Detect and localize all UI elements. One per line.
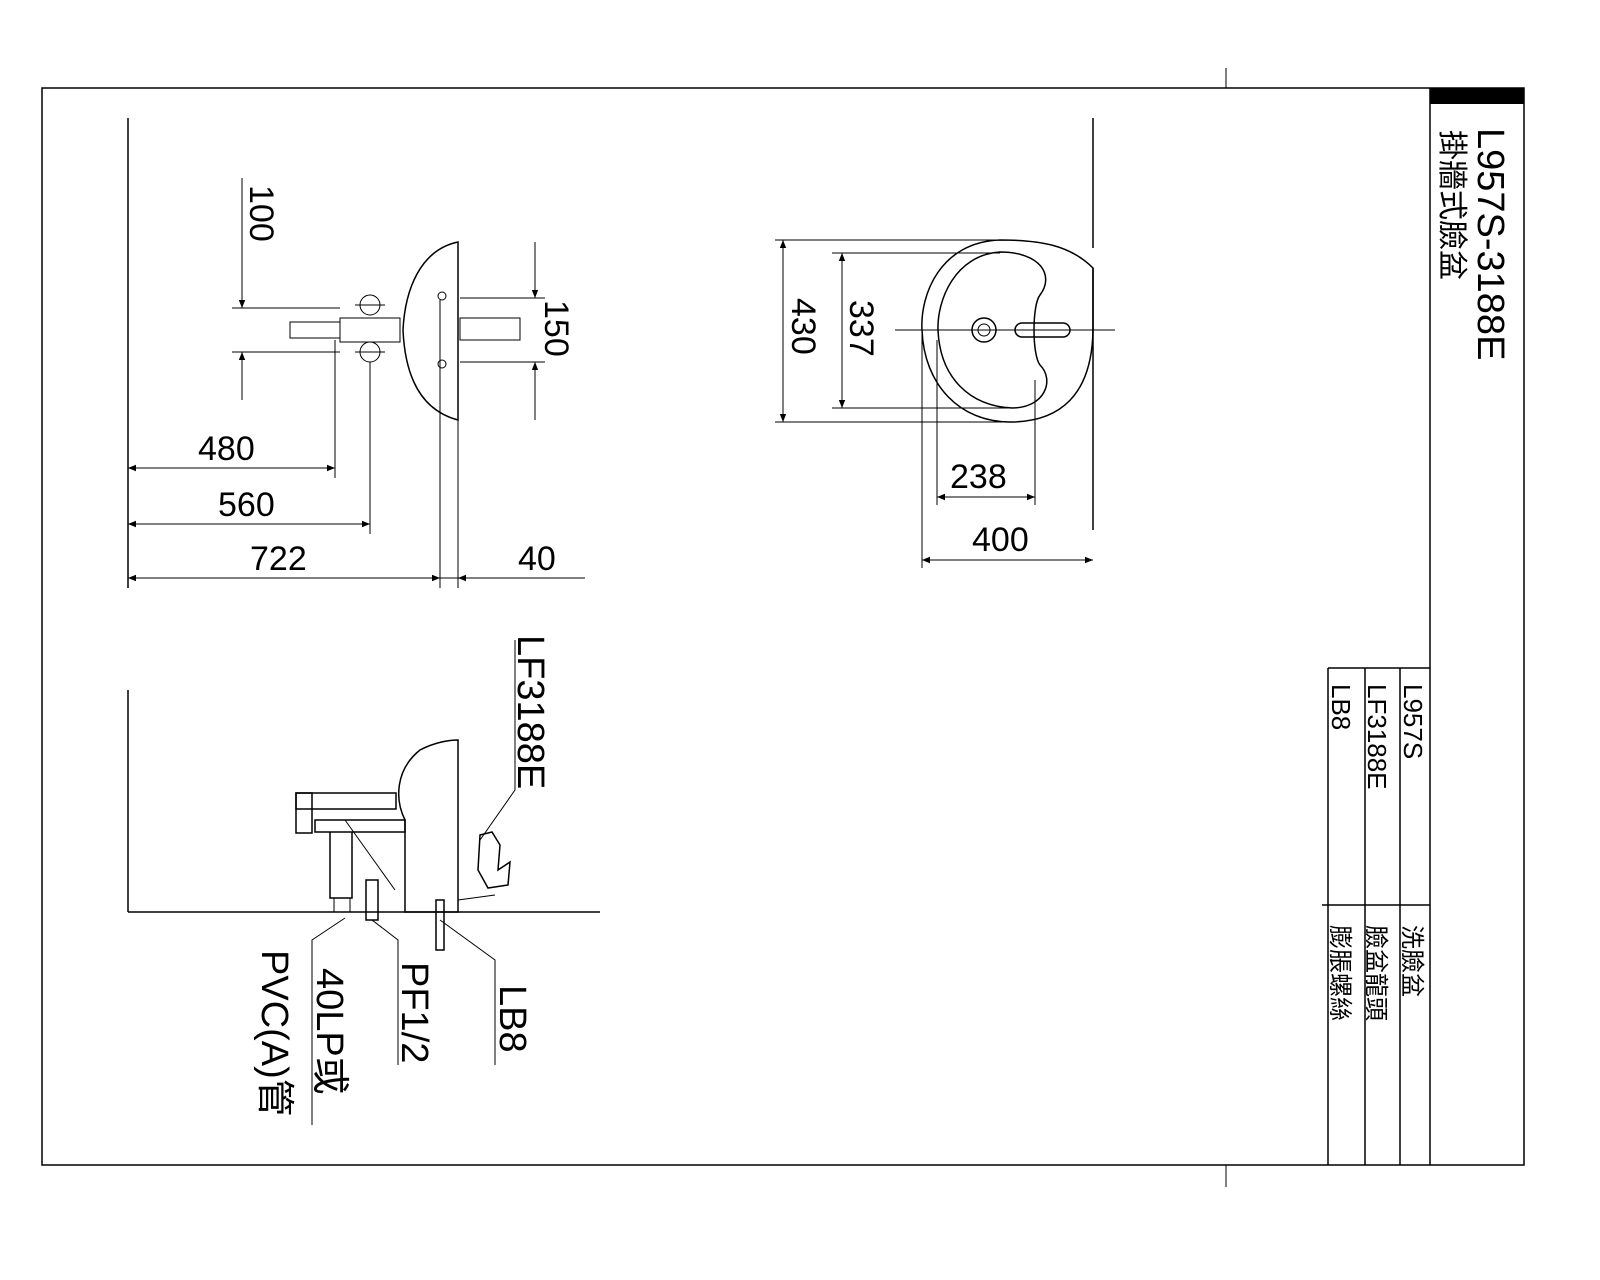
model-title: L957S-3188E — [1469, 128, 1511, 360]
dim-150: 150 — [537, 300, 575, 357]
part-name-faucet: 臉盆龍頭 — [1362, 925, 1390, 1021]
dim-337: 337 — [842, 300, 880, 357]
model-description: 掛牆式臉盆 — [1434, 130, 1469, 280]
basin-top-view: 430 337 238 400 — [775, 118, 1115, 568]
part-code-basin: L957S — [1398, 684, 1428, 759]
drawing-frame — [41, 68, 1525, 1187]
installation-elevation: LF3188E PF1/2 LB8 40LP或 PVC(A)管 — [127, 635, 600, 1125]
side-plan-view: 100 150 480 560 722 40 — [127, 118, 585, 588]
part-code-faucet: LF3188E — [1362, 684, 1392, 790]
dim-400: 400 — [972, 521, 1029, 559]
dim-238: 238 — [950, 458, 1007, 496]
parts-table: L957S 洗臉盆 LF3188E 臉盆龍頭 LB8 膨脹螺絲 — [1322, 667, 1430, 1165]
valve — [289, 321, 341, 339]
basin-side — [398, 739, 459, 913]
label-faucet-model: LF3188E — [509, 635, 551, 789]
label-supply-pf12: PF1/2 — [393, 962, 435, 1063]
part-name-bolt: 膨脹螺絲 — [1326, 925, 1354, 1021]
pipe — [295, 792, 397, 810]
basin-bowl — [937, 251, 1048, 409]
part-code-bolt: LB8 — [1326, 684, 1356, 730]
title-block: L957S-3188E 掛牆式臉盆 — [1434, 128, 1511, 360]
basin-profile — [402, 241, 459, 421]
faucet-plan — [459, 317, 521, 341]
part-name-basin: 洗臉盆 — [1398, 925, 1426, 997]
supply-valve — [365, 879, 379, 921]
dim-560: 560 — [218, 486, 275, 524]
dim-100: 100 — [242, 185, 280, 242]
label-drain-40lp: 40LP或 — [308, 968, 350, 1095]
anchor-bolt — [435, 899, 445, 951]
dim-40: 40 — [518, 540, 556, 578]
title-bar — [1430, 88, 1524, 104]
dim-722: 722 — [250, 540, 307, 578]
label-bolt-lb8: LB8 — [491, 985, 533, 1053]
dim-480: 480 — [198, 430, 255, 468]
drain-pipe — [329, 832, 353, 899]
faucet-side — [477, 831, 511, 889]
basin-outline — [921, 239, 1094, 423]
dim-430: 430 — [784, 298, 822, 355]
label-drain-pvc: PVC(A)管 — [253, 950, 295, 1117]
